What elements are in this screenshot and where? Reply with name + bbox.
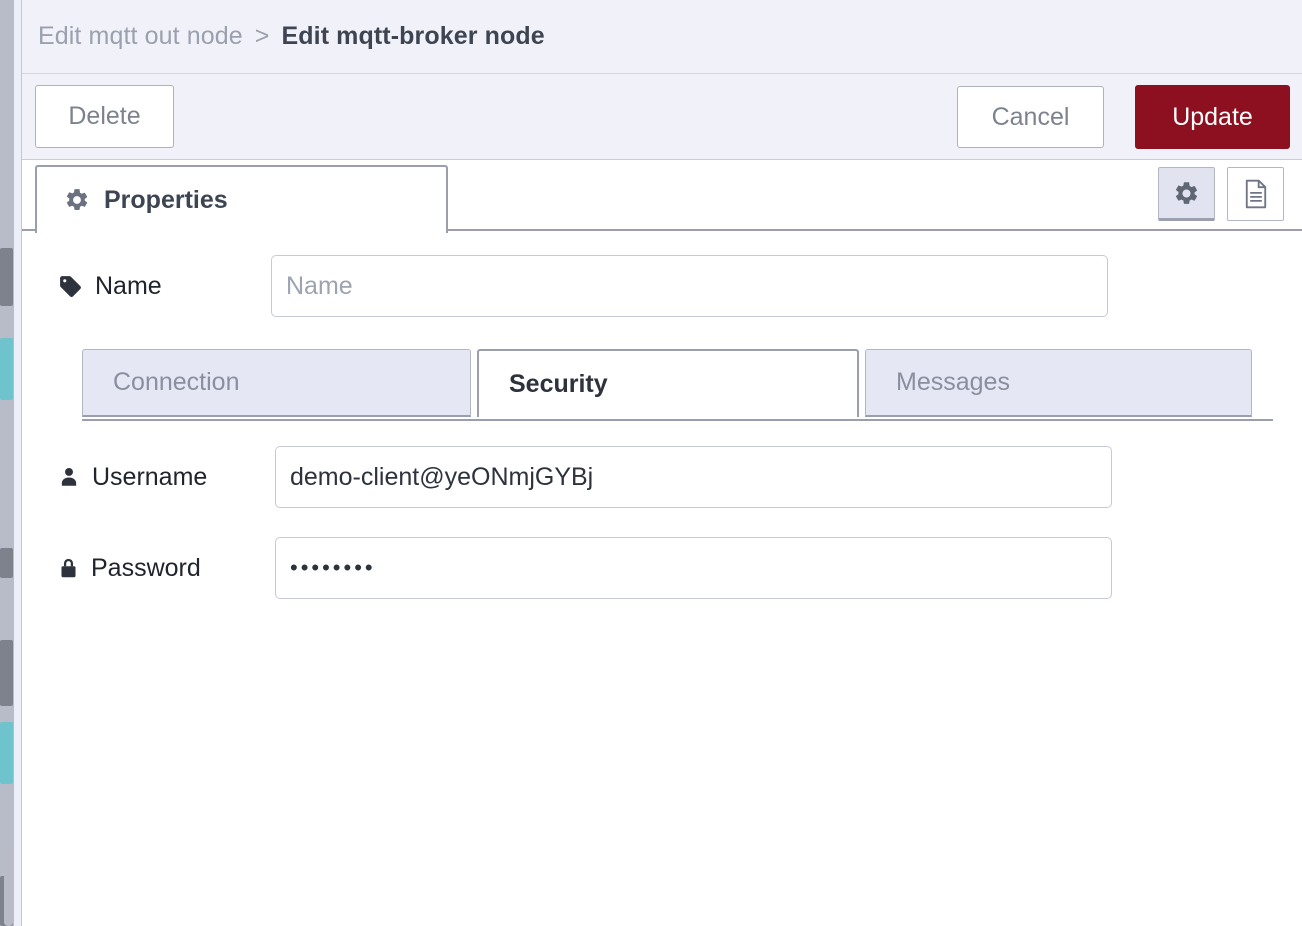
form-row-username: Username (22, 446, 1302, 508)
breadcrumb-parent[interactable]: Edit mqtt out node (38, 22, 243, 50)
breadcrumb-current: Edit mqtt-broker node (281, 22, 545, 50)
tabstrip-filler (436, 165, 1302, 231)
update-button[interactable]: Update (1135, 85, 1290, 149)
dialog-body: Name Connection Security Messages (22, 231, 1302, 926)
password-label-text: Password (91, 553, 201, 582)
settings-tool-button[interactable] (1158, 167, 1215, 221)
form-row-password: Password (22, 537, 1302, 599)
description-icon (1242, 179, 1270, 209)
cancel-button[interactable]: Cancel (957, 86, 1104, 148)
workspace-background-sliver (0, 0, 21, 926)
dialog-tabstrip: Properties (22, 160, 1302, 233)
subtab-messages-label: Messages (896, 368, 1010, 396)
palette-node-fragment (0, 548, 13, 578)
subtab-security-label: Security (509, 369, 608, 398)
name-label: Name (58, 272, 271, 301)
breadcrumb: Edit mqtt out node > Edit mqtt-broker no… (38, 22, 545, 51)
name-input[interactable] (271, 255, 1108, 317)
subtab-messages[interactable]: Messages (865, 349, 1252, 417)
password-label: Password (58, 554, 275, 583)
palette-node-fragment (0, 338, 13, 400)
form-row-name: Name (22, 255, 1302, 317)
username-label: Username (58, 463, 275, 492)
subtab-security[interactable]: Security (477, 349, 859, 417)
subtab-connection-label: Connection (113, 368, 240, 396)
dialog-header: Edit mqtt out node > Edit mqtt-broker no… (22, 0, 1302, 74)
tab-properties-label: Properties (104, 185, 228, 214)
palette-node-fragment (0, 640, 13, 706)
name-label-text: Name (95, 271, 162, 300)
breadcrumb-separator: > (254, 22, 270, 50)
gear-icon (64, 187, 90, 213)
edit-node-dialog: Edit mqtt out node > Edit mqtt-broker no… (21, 0, 1302, 926)
delete-button[interactable]: Delete (35, 85, 174, 148)
username-label-text: Username (92, 462, 208, 491)
palette-node-fragment (0, 248, 13, 306)
subtab-connection[interactable]: Connection (82, 349, 471, 417)
workspace-gap (14, 0, 21, 926)
user-icon (58, 465, 80, 489)
gear-icon (1173, 180, 1200, 207)
tab-properties[interactable]: Properties (35, 165, 448, 233)
username-input[interactable] (275, 446, 1112, 508)
dialog-tool-buttons (1158, 167, 1284, 221)
palette-node-fragment (0, 722, 13, 784)
password-input[interactable] (275, 537, 1112, 599)
lock-icon (58, 556, 79, 580)
dialog-button-bar: Delete Cancel Update (22, 74, 1302, 160)
dialog-action-buttons: Cancel Update (957, 74, 1290, 160)
description-tool-button[interactable] (1227, 167, 1284, 221)
palette-scrollbar[interactable] (4, 848, 13, 926)
tag-icon (58, 274, 83, 299)
security-subtab-bar: Connection Security Messages (22, 349, 1302, 421)
